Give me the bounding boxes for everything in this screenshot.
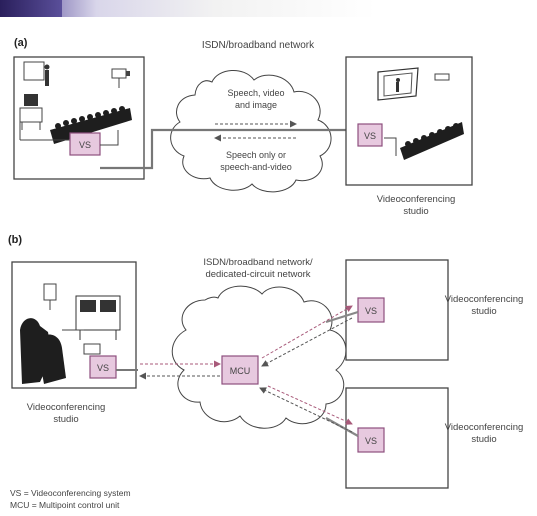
panel-b-top-wire <box>325 310 359 324</box>
panel-b-vs-top-label: VS <box>365 306 377 316</box>
panel-b-network-label-line1: ISDN/broadband network/ <box>203 257 313 268</box>
mcu-box <box>221 355 259 385</box>
panel-b-bottom-studio-label-line1: Videoconferencing <box>445 422 524 433</box>
panel-a-lower-label-line1: Speech only or <box>226 150 286 160</box>
panel-a-vs-left <box>69 132 101 156</box>
panel-b-left-room-illustration <box>20 283 121 384</box>
panel-a-left-wire <box>100 130 119 146</box>
panel-b-left-studio-label-line2: studio <box>53 414 78 425</box>
slide-header-bar <box>0 0 537 17</box>
panel-a-studio-label-line1: Videoconferencing <box>377 194 456 205</box>
panel-b-arrow-mcu-to-top <box>261 305 353 359</box>
panel-a-vs-right-label: VS <box>364 131 376 141</box>
panel-b-arrow-bottom-to-mcu <box>259 387 353 433</box>
legend-vs: VS = Videoconferencing system <box>10 488 131 498</box>
panel-b-vs-top <box>357 297 385 323</box>
panel-a-upper-label-line2: and image <box>235 100 277 110</box>
panel-a-vs-left-label: VS <box>79 140 91 150</box>
mcu-label: MCU <box>230 366 251 376</box>
panel-a-network-label: ISDN/broadband network <box>202 40 315 51</box>
panel-a-upper-label-line1: Speech, video <box>227 88 284 98</box>
panel-a-connection-line <box>100 128 350 170</box>
panel-a-network-cloud <box>170 70 332 193</box>
panel-a-vs-right <box>357 123 383 147</box>
panel-b-network-cloud <box>171 285 347 429</box>
panel-b-vs-bottom <box>357 427 385 453</box>
panel-a-right-room-illustration <box>377 67 464 160</box>
panel-b-arrow-top-to-mcu <box>261 317 353 367</box>
panel-a-lower-label-line2: speech-and-video <box>220 162 292 172</box>
panel-b-vs-left-label: VS <box>97 363 109 373</box>
panel-a-studio-label-line2: studio <box>403 206 428 217</box>
panel-b-network-label-line2: dedicated-circuit network <box>205 269 310 280</box>
panel-b-vs-left <box>89 355 117 379</box>
panel-b-left-studio-label-line1: Videoconferencing <box>27 402 106 413</box>
panel-b-top-studio-label-line1: Videoconferencing <box>445 294 524 305</box>
panel-b-arrow-mcu-to-bottom <box>267 385 353 425</box>
panel-b-vs-bottom-label: VS <box>365 436 377 446</box>
panel-a-label: (a) <box>14 37 28 49</box>
panel-b-bottom-studio-label-line2: studio <box>471 434 496 445</box>
legend-mcu: MCU = Multipoint control unit <box>10 500 120 510</box>
panel-b-label: (b) <box>8 234 22 246</box>
slide-header-accent <box>0 0 62 17</box>
panel-b-top-studio-label-line2: studio <box>471 306 496 317</box>
